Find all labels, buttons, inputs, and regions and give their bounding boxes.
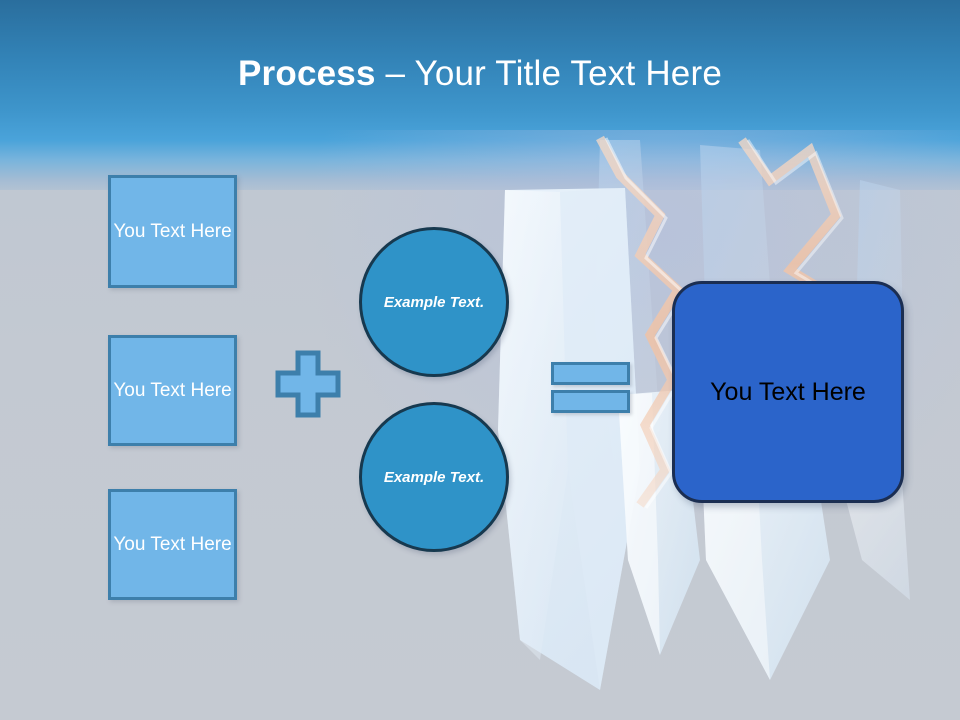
input-box-3[interactable]: You Text Here	[108, 489, 237, 600]
result-box-label: You Text Here	[710, 377, 866, 406]
input-box-2-label: You Text Here	[113, 380, 232, 401]
equals-sign-bar-top	[551, 362, 630, 385]
input-box-2[interactable]: You Text Here	[108, 335, 237, 446]
slide-title-rest: – Your Title Text Here	[375, 54, 722, 93]
input-box-1[interactable]: You Text Here	[108, 175, 237, 288]
circle-1-label: Example Text.	[383, 293, 485, 311]
plus-sign-icon	[275, 350, 341, 418]
circle-1[interactable]: Example Text.	[359, 227, 509, 377]
equals-sign-bar-bottom	[551, 390, 630, 413]
slide-title: Process – Your Title Text Here	[0, 52, 960, 96]
circle-2-label: Example Text.	[383, 468, 485, 486]
input-box-3-label: You Text Here	[113, 534, 232, 555]
slide-title-strong: Process	[238, 54, 376, 93]
input-box-1-label: You Text Here	[113, 221, 232, 242]
circle-2[interactable]: Example Text.	[359, 402, 509, 552]
result-box[interactable]: You Text Here	[672, 281, 904, 503]
